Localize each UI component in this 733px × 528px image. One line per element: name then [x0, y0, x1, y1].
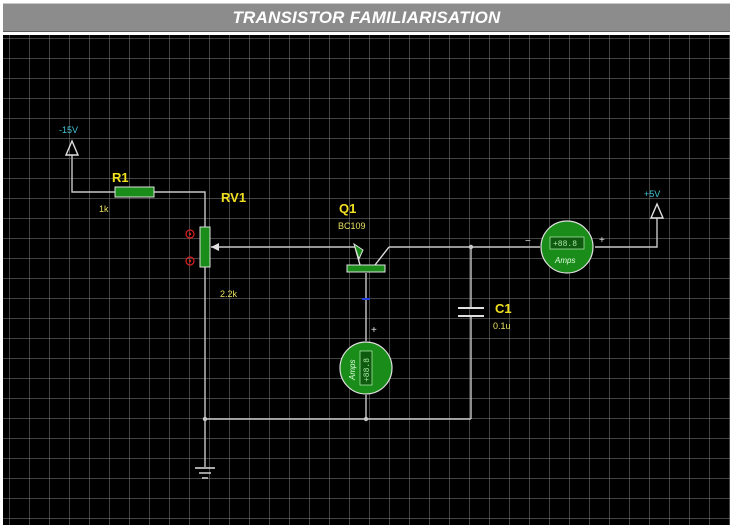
ammeter-collector[interactable]: +88.8 Amps − +: [525, 220, 605, 274]
potentiometer-rv1[interactable]: RV1 2.2k: [185, 190, 246, 299]
ammeter-plus-label: +: [599, 235, 605, 246]
junction-bus-mid: [363, 416, 369, 422]
ammeter-base[interactable]: +88.8 Amps +: [339, 325, 393, 395]
supply-pos-label: +5V: [644, 189, 660, 199]
ammeter-minus-label: −: [525, 236, 531, 247]
wires: [71, 155, 658, 467]
power-terminal-icon: [64, 139, 80, 156]
supply-neg-terminal[interactable]: -15V: [59, 125, 80, 156]
wire-supply-to-r1[interactable]: [71, 155, 115, 193]
junction-bus-left: [202, 416, 208, 422]
supply-neg-label: -15V: [59, 125, 78, 135]
c1-ref: C1: [495, 301, 512, 316]
resistor-r1[interactable]: R1 1k: [99, 170, 155, 214]
junction-node-c1: [468, 244, 474, 250]
ammeter-plus-label: +: [371, 325, 377, 336]
c1-value: 0.1u: [493, 321, 511, 331]
ammeter-reading: +88.8: [553, 240, 577, 249]
transistor-q1[interactable]: Q1 BC109: [338, 201, 390, 300]
q1-value: BC109: [338, 221, 366, 231]
title-bar: TRANSISTOR FAMILIARISATION: [3, 3, 730, 32]
rv1-ref: RV1: [221, 190, 246, 205]
ground-symbol[interactable]: [195, 467, 215, 479]
wire-ammeter-to-supply[interactable]: [595, 218, 658, 248]
increment-button[interactable]: [185, 229, 195, 239]
transistor-base-bar: [346, 264, 386, 273]
r1-value: 1k: [99, 204, 109, 214]
junctions: [202, 244, 474, 422]
ammeter-unit: Amps: [554, 256, 575, 265]
ammeter-unit: Amps: [348, 360, 357, 381]
schematic-canvas[interactable]: -15V +5V R1 1k RV1 2.2k: [3, 35, 730, 525]
page-title: TRANSISTOR FAMILIARISATION: [232, 7, 501, 27]
power-terminal-icon: [649, 202, 665, 219]
supply-pos-terminal[interactable]: +5V: [644, 189, 665, 219]
q1-ref: Q1: [339, 201, 356, 216]
ammeter-lcd: [549, 236, 585, 250]
r1-ref: R1: [112, 170, 129, 185]
ammeter-lcd: [359, 350, 373, 386]
increment-button-dot: [188, 232, 192, 236]
potentiometer-body: [199, 226, 211, 268]
transistor-collector-lead: [374, 246, 390, 266]
decrement-button[interactable]: [185, 256, 195, 266]
rv1-value: 2.2k: [220, 289, 238, 299]
schematic-svg: -15V +5V R1 1k RV1 2.2k: [59, 125, 665, 479]
ammeter-reading: +88.8: [363, 358, 372, 382]
emitter-arrow-icon: [353, 242, 364, 261]
resistor-body: [114, 186, 155, 198]
wire-r1-to-rv1[interactable]: [154, 191, 206, 227]
wiper-arrow-icon: [211, 243, 219, 251]
capacitor-c1[interactable]: C1 0.1u: [458, 301, 512, 331]
decrement-button-dot: [188, 259, 192, 263]
